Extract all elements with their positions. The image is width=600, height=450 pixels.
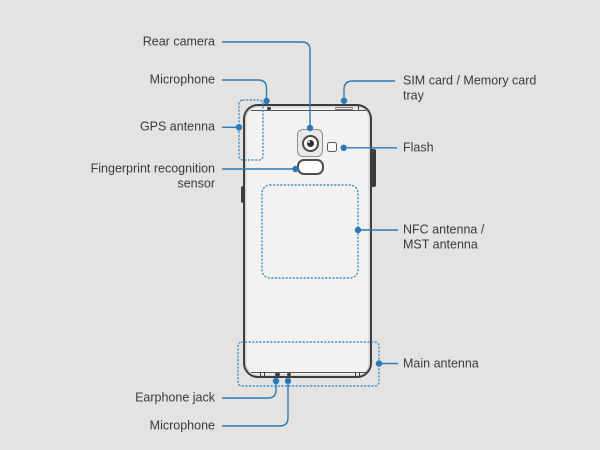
flash-shape [327, 142, 337, 152]
sim-tray-leader [340, 80, 395, 104]
flash-label: Flash [403, 140, 434, 155]
fingerprint-sensor-label: Fingerprint recognition sensor [90, 161, 215, 191]
bottom-tick-3 [354, 372, 356, 376]
rear-camera-glint [307, 140, 310, 143]
bottom-edge-line [251, 372, 366, 374]
sim-tray-slot [335, 106, 353, 110]
rear-camera-pupil [306, 139, 314, 147]
earphone-jack-leader [222, 377, 280, 399]
fingerprint-sensor-shape [297, 159, 324, 175]
bottom-microphone-hole [287, 373, 291, 376]
main-antenna-label: Main antenna [403, 355, 479, 370]
earphone-jack-label: Earphone jack [135, 390, 215, 405]
microphone-top-leader [222, 79, 270, 105]
microphone-bottom-leader [222, 377, 292, 427]
bottom-tick-2 [263, 372, 265, 376]
volume-key [240, 186, 245, 203]
sim-tray-label: SIM card / Memory card tray [403, 73, 537, 103]
bottom-tick-1 [259, 372, 261, 376]
microphone-top-label: Microphone [149, 72, 215, 87]
microphone-bottom-label: Microphone [149, 418, 215, 433]
top-microphone-hole [266, 107, 271, 110]
nfc-antenna-label: NFC antenna / MST antenna [403, 222, 485, 252]
rear-camera-housing [297, 129, 323, 157]
bottom-tick-4 [358, 372, 360, 376]
top-antenna-notch [357, 106, 359, 110]
gps-antenna-leader [222, 124, 243, 131]
rear-camera-label: Rear camera [142, 34, 215, 49]
power-key [371, 149, 376, 187]
main-antenna-leader [375, 360, 398, 367]
earphone-jack-hole [274, 373, 280, 376]
gps-antenna-label: GPS antenna [139, 119, 215, 134]
